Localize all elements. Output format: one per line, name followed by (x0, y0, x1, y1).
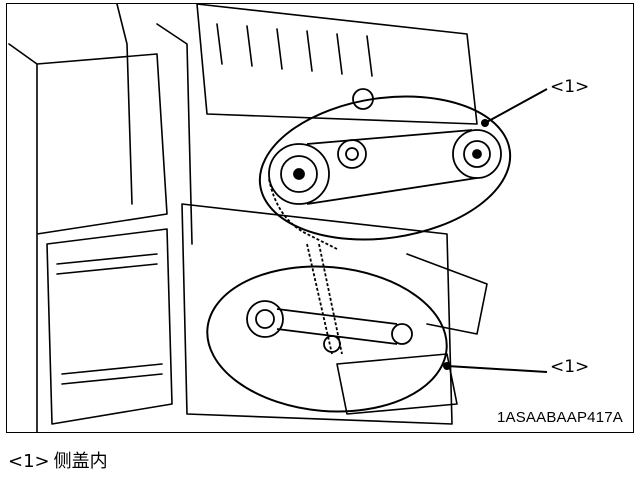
idler-pulley (337, 139, 367, 169)
center-body (181, 203, 453, 425)
machine-illustration (8, 4, 548, 432)
bottom-tray (336, 353, 458, 415)
left-pulley (268, 143, 330, 205)
lower-chain (306, 243, 343, 355)
upper-leader-line (484, 88, 548, 124)
lower-right-sprocket (391, 323, 413, 345)
left-frame-post (116, 4, 193, 245)
legend-marker: <1> (8, 451, 50, 472)
left-inner-panel (46, 228, 173, 425)
lower-leader-line (446, 365, 548, 373)
left-grill (56, 253, 163, 385)
upper-chain (268, 178, 338, 250)
rack-teeth (216, 23, 373, 77)
figure-code: 1ASAABAAP417A (496, 409, 623, 426)
legend: <1>侧盖内 (8, 447, 112, 473)
left-housing (8, 43, 168, 432)
callout-label-upper: <1> (548, 77, 592, 97)
upper-callout-ellipse (258, 95, 512, 241)
upper-rack (196, 4, 478, 125)
legend-text: 侧盖内 (53, 451, 108, 472)
drive-sprocket (323, 335, 341, 353)
callout-label-lower: <1> (548, 357, 592, 377)
lower-belt (276, 308, 398, 345)
upper-belt (306, 129, 478, 205)
right-arm (406, 253, 488, 335)
lower-sprocket (246, 300, 284, 338)
lower-callout-ellipse (206, 265, 448, 413)
figure-frame: 1ASAABAAP417A (6, 3, 634, 433)
